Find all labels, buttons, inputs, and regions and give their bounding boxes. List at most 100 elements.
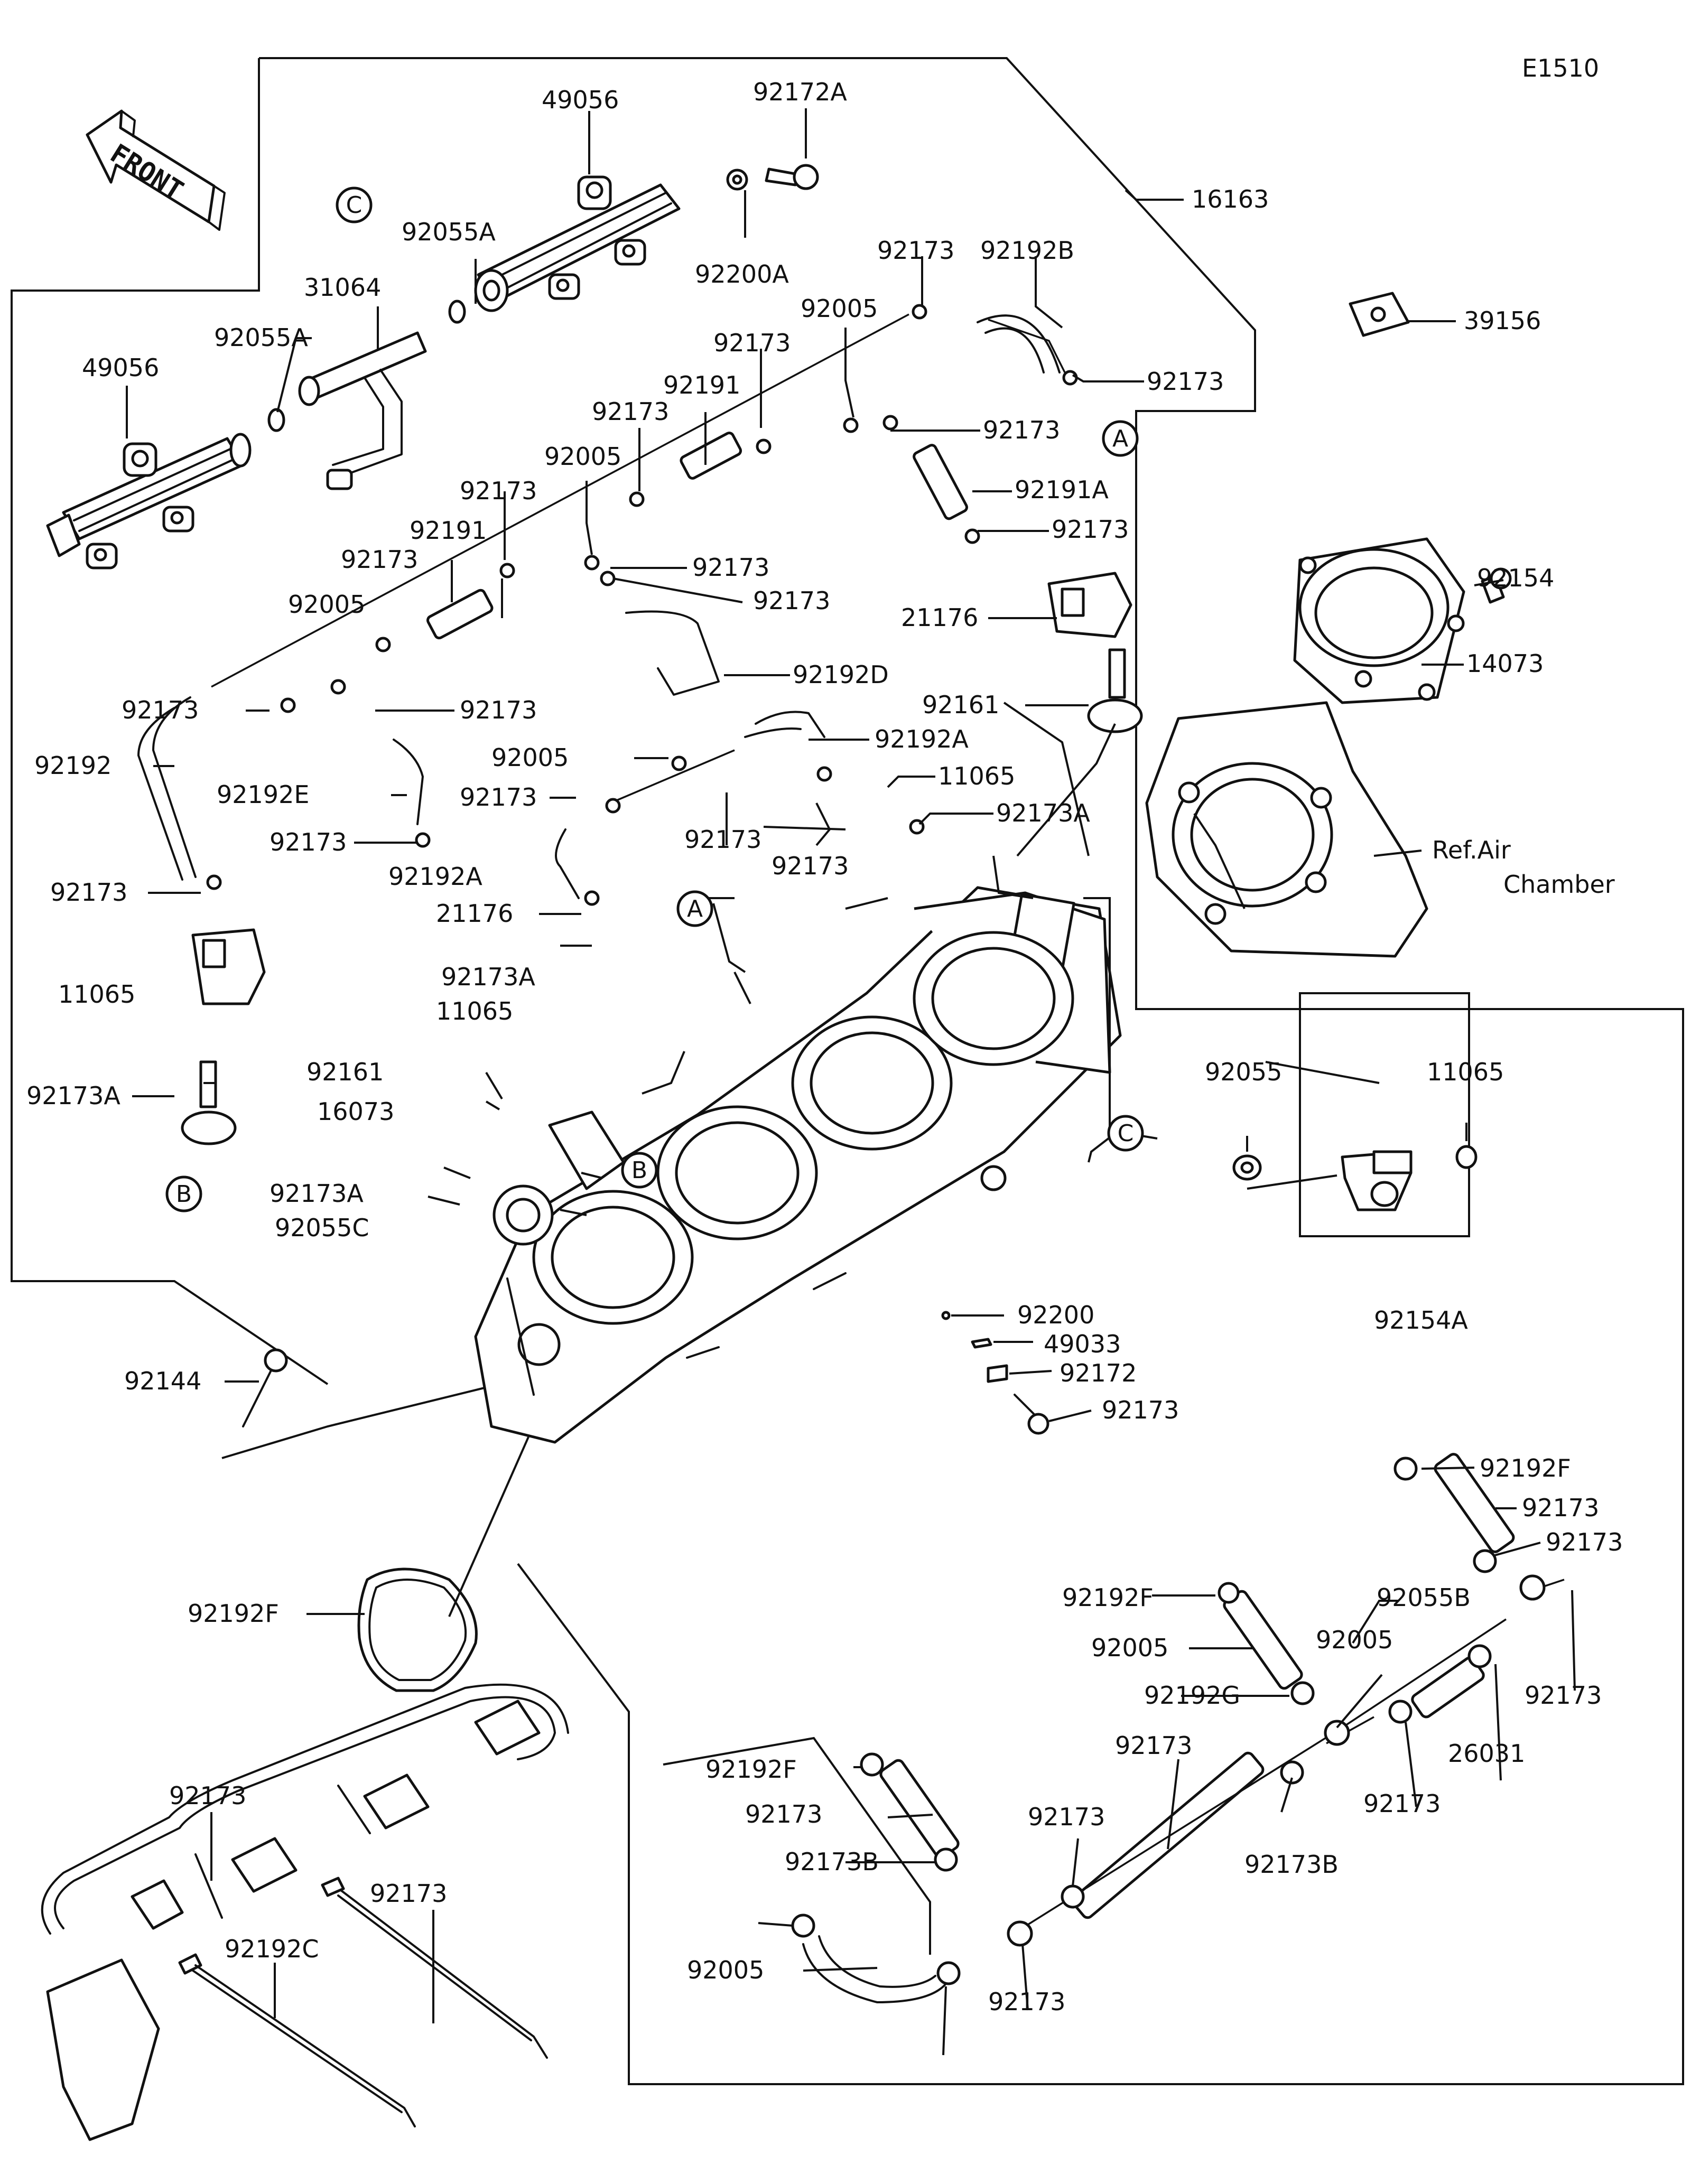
part-label-92200: 92200 (1017, 1301, 1094, 1329)
callout-circle-b-lower (165, 1175, 202, 1212)
part-label-92005: 92005 (544, 442, 621, 471)
part-label-92154: 92154 (1477, 564, 1554, 592)
part-label-92173: 92173 (169, 1781, 246, 1810)
callout-circle-a-lower (676, 890, 713, 927)
small-hardware (242, 1311, 1049, 1435)
part-label-92173a: 92173A (270, 1179, 364, 1208)
o-rings (267, 169, 748, 432)
part-label-92192f: 92192F (1480, 1454, 1571, 1482)
intake-funnel-14073 (1293, 537, 1465, 704)
part-label-92173: 92173 (692, 553, 769, 582)
nut-39156 (1349, 292, 1410, 337)
part-label-92173: 92173 (988, 1987, 1065, 2016)
part-label-92192b: 92192B (980, 236, 1074, 265)
part-label-92055c: 92055C (275, 1214, 369, 1242)
injector-49033 (1232, 1145, 1478, 1211)
part-label-92192c: 92192C (225, 1935, 319, 1963)
part-label-92173: 92173 (1102, 1396, 1179, 1424)
part-label-92005: 92005 (687, 1956, 764, 1984)
part-label-92173a: 92173A (441, 963, 535, 991)
part-label-92192d: 92192D (793, 660, 889, 689)
part-label-92192f: 92192F (188, 1599, 279, 1628)
part-label-92173: 92173 (877, 236, 954, 265)
part-label-16073: 16073 (317, 1097, 394, 1126)
part-label-92173: 92173 (1028, 1803, 1105, 1831)
part-label-92005: 92005 (1091, 1634, 1168, 1662)
fuel-rail-lower (46, 433, 252, 570)
part-label-92055: 92055 (1205, 1058, 1282, 1086)
part-label-92173b: 92173B (785, 1847, 879, 1876)
callout-circle-c-lower (1107, 1115, 1144, 1152)
fuel-rail-upper (474, 175, 681, 312)
bolt-92172A (765, 164, 819, 190)
part-label-92173: 92173 (460, 477, 537, 505)
callout-a-upper: A (1112, 425, 1128, 452)
part-label-92173: 92173 (122, 696, 199, 724)
part-label-92005: 92005 (288, 590, 365, 619)
part-label-92191: 92191 (663, 371, 740, 399)
part-label-92173a: 92173A (996, 799, 1090, 827)
part-label-92154a: 92154A (1374, 1306, 1468, 1334)
part-label-92161: 92161 (306, 1058, 384, 1086)
screw-92154 (1481, 567, 1512, 604)
part-label-11065: 11065 (58, 980, 135, 1009)
part-label-92005: 92005 (1316, 1626, 1393, 1654)
part-label-92192g: 92192G (1144, 1681, 1240, 1710)
leader-lines (126, 108, 1576, 2056)
part-label-92173: 92173 (713, 329, 791, 357)
part-label-92173: 92173 (1522, 1494, 1599, 1522)
part-label-chamber: Chamber (1503, 870, 1615, 899)
fuel-pipe-31064 (298, 331, 427, 490)
callout-b-upper: B (631, 1157, 647, 1184)
callout-b-lower: B (176, 1181, 192, 1208)
callout-c-upper: C (346, 192, 363, 219)
part-label-92161: 92161 (922, 690, 999, 719)
part-label-92192a: 92192A (875, 725, 969, 753)
part-label-92173: 92173 (745, 1800, 822, 1828)
part-label-92055a: 92055A (214, 323, 308, 352)
part-label-92173: 92173 (1147, 367, 1224, 396)
part-label-92192e: 92192E (217, 780, 309, 809)
part-label-92173: 92173 (592, 397, 669, 426)
part-label-92173: 92173 (1363, 1789, 1441, 1818)
part-label-92173: 92173 (1115, 1731, 1192, 1760)
callout-circle-c-upper (336, 186, 373, 223)
callout-c-lower: C (1118, 1120, 1134, 1147)
part-label-11065: 11065 (938, 762, 1015, 790)
part-label-11065: 11065 (1427, 1058, 1504, 1086)
front-arrow-icon: FRONT (86, 109, 226, 231)
part-label-31064: 31064 (304, 273, 381, 302)
throttle-body-assembly (474, 886, 1122, 1444)
air-chamber-ref (1145, 701, 1428, 958)
part-label-92005: 92005 (801, 294, 878, 323)
part-label-92172: 92172 (1060, 1359, 1137, 1387)
part-label-92192f: 92192F (1062, 1583, 1154, 1612)
part-label-92173: 92173 (50, 878, 127, 907)
callout-circle-a-upper (1102, 420, 1139, 457)
part-label-92173a: 92173A (26, 1081, 120, 1110)
part-label-92172a: 92172A (753, 78, 847, 106)
part-label-92173: 92173 (753, 586, 830, 615)
part-label-92173: 92173 (341, 545, 418, 574)
part-label-92173: 92173 (270, 828, 347, 856)
vacuum-hose-network-lower (791, 1453, 1565, 2003)
part-label-21176: 21176 (901, 603, 978, 632)
part-label-92173: 92173 (1052, 515, 1129, 544)
part-label-92173: 92173 (460, 783, 537, 811)
part-label-39156: 39156 (1464, 306, 1541, 335)
reference-callouts: C A A B C B (165, 186, 1144, 1212)
part-label-26031: 26031 (1448, 1739, 1525, 1768)
gasket-92055B (357, 1567, 478, 1692)
cable-ties-92173B (178, 1877, 548, 2127)
part-label-49033: 49033 (1044, 1330, 1121, 1358)
part-label-21176: 21176 (436, 899, 513, 928)
part-label-92055b: 92055B (1377, 1583, 1471, 1612)
part-label-92173: 92173 (1525, 1681, 1602, 1710)
callout-a-lower: A (687, 895, 703, 922)
part-label-11065: 11065 (436, 997, 513, 1025)
part-label-92191: 92191 (410, 516, 487, 545)
group-box-49033 (1299, 992, 1470, 1237)
part-label-92173b: 92173B (1244, 1850, 1339, 1879)
part-label-92191a: 92191A (1015, 475, 1109, 504)
part-label-92173: 92173 (460, 696, 537, 724)
